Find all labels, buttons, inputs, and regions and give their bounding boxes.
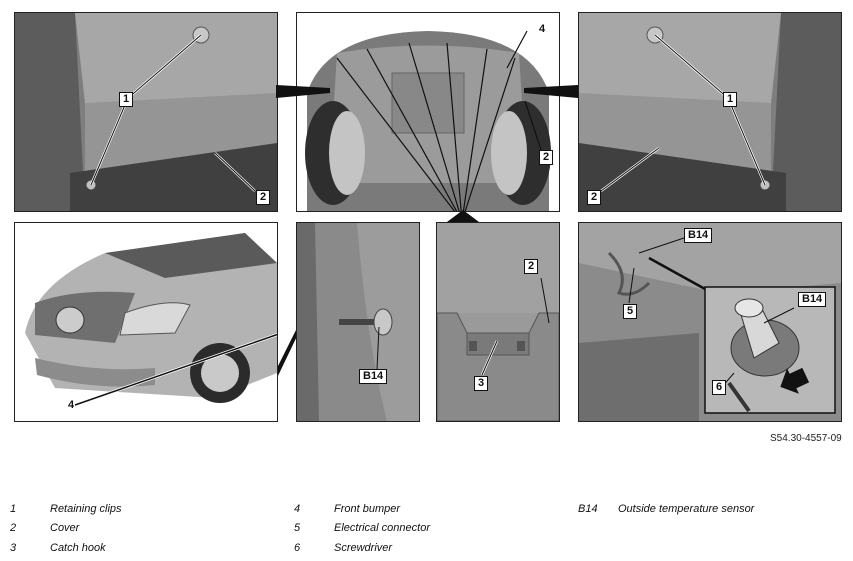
panel-4-illustration (25, 233, 277, 407)
panel-3-illustration (579, 13, 841, 211)
panel-retaining-clips-left: 1 2 (14, 12, 278, 212)
legend-label: Screwdriver (334, 542, 393, 554)
callout-label: 2 (587, 190, 602, 205)
callout-label: 3 (474, 376, 489, 391)
legend-key: 4 (294, 503, 301, 515)
panel-catch-hook: 2 3 (436, 222, 560, 422)
legend-label: Outside temperature sensor (618, 503, 755, 515)
panel-underside-view: 4 2 (296, 12, 560, 212)
panel-1-illustration (15, 13, 277, 211)
panel-2-illustration (305, 30, 551, 211)
panel-7-illustration (579, 223, 841, 421)
legend-key: B14 (578, 503, 598, 515)
legend-key: 5 (294, 522, 301, 534)
legend-label: Cover (50, 522, 80, 534)
callout-label: B14 (798, 292, 827, 307)
callout-label: 6 (712, 380, 727, 395)
callout-label: B14 (359, 369, 388, 384)
legend-label: Front bumper (334, 503, 401, 515)
legend-label: Electrical connector (334, 522, 430, 534)
legend-label: Catch hook (50, 542, 106, 554)
panel-5-illustration (297, 223, 419, 421)
callout-label: 5 (623, 304, 638, 319)
legend-label: Retaining clips (50, 503, 122, 515)
callout-label: 2 (539, 150, 554, 165)
panel-vehicle-front: 4 (14, 222, 278, 422)
legend-key: 2 (10, 522, 17, 534)
legend-key: 1 (10, 503, 17, 515)
callout-label: 2 (524, 259, 539, 274)
callout-label: 2 (256, 190, 271, 205)
figure-reference: S54.30-4557-09 (770, 433, 842, 444)
panel-sensor-side: B14 (296, 222, 420, 422)
panel-electrical-connector: B14 5 B14 6 (578, 222, 842, 422)
legend: 1 Retaining clips 2 Cover 3 Catch hook 4… (10, 503, 850, 558)
callout-label: 4 (539, 23, 546, 35)
callout-label: 1 (723, 92, 738, 107)
panel-6-illustration (437, 223, 559, 421)
legend-key: 6 (294, 542, 301, 554)
legend-key: 3 (10, 542, 17, 554)
callout-label: 4 (68, 399, 75, 411)
panel-retaining-clips-right: 1 2 (578, 12, 842, 212)
callout-label: 1 (119, 92, 134, 107)
callout-label: B14 (684, 228, 713, 243)
